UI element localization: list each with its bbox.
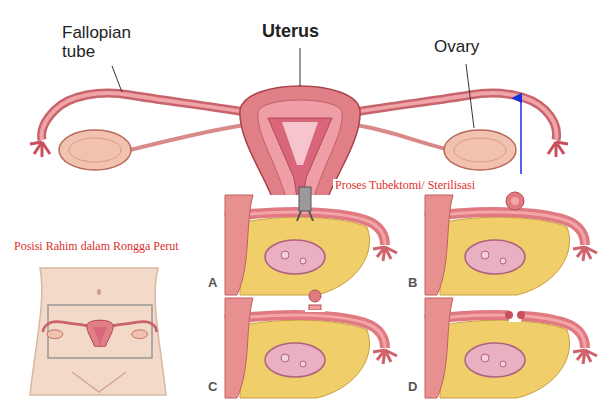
step-letter: C (208, 380, 217, 394)
step-panel (425, 192, 600, 295)
step-letter: A (208, 276, 217, 290)
figure-title: Proses Tubektomi/ Sterilisasi (333, 179, 477, 192)
part-name: Fallopian tube (62, 24, 162, 61)
part-name: Ovary (434, 38, 479, 57)
step-panel (225, 290, 405, 398)
part-name: Uterus (262, 22, 319, 42)
figure-title: Posisi Rahim dalam Rongga Perut (12, 240, 181, 253)
leader-lines (112, 48, 474, 128)
torso-figure (30, 268, 166, 395)
step-panel (225, 187, 405, 295)
step-panel (425, 298, 600, 398)
step-letter: B (408, 276, 417, 290)
step-letter: D (408, 380, 417, 394)
pointer-arrow (520, 98, 522, 174)
